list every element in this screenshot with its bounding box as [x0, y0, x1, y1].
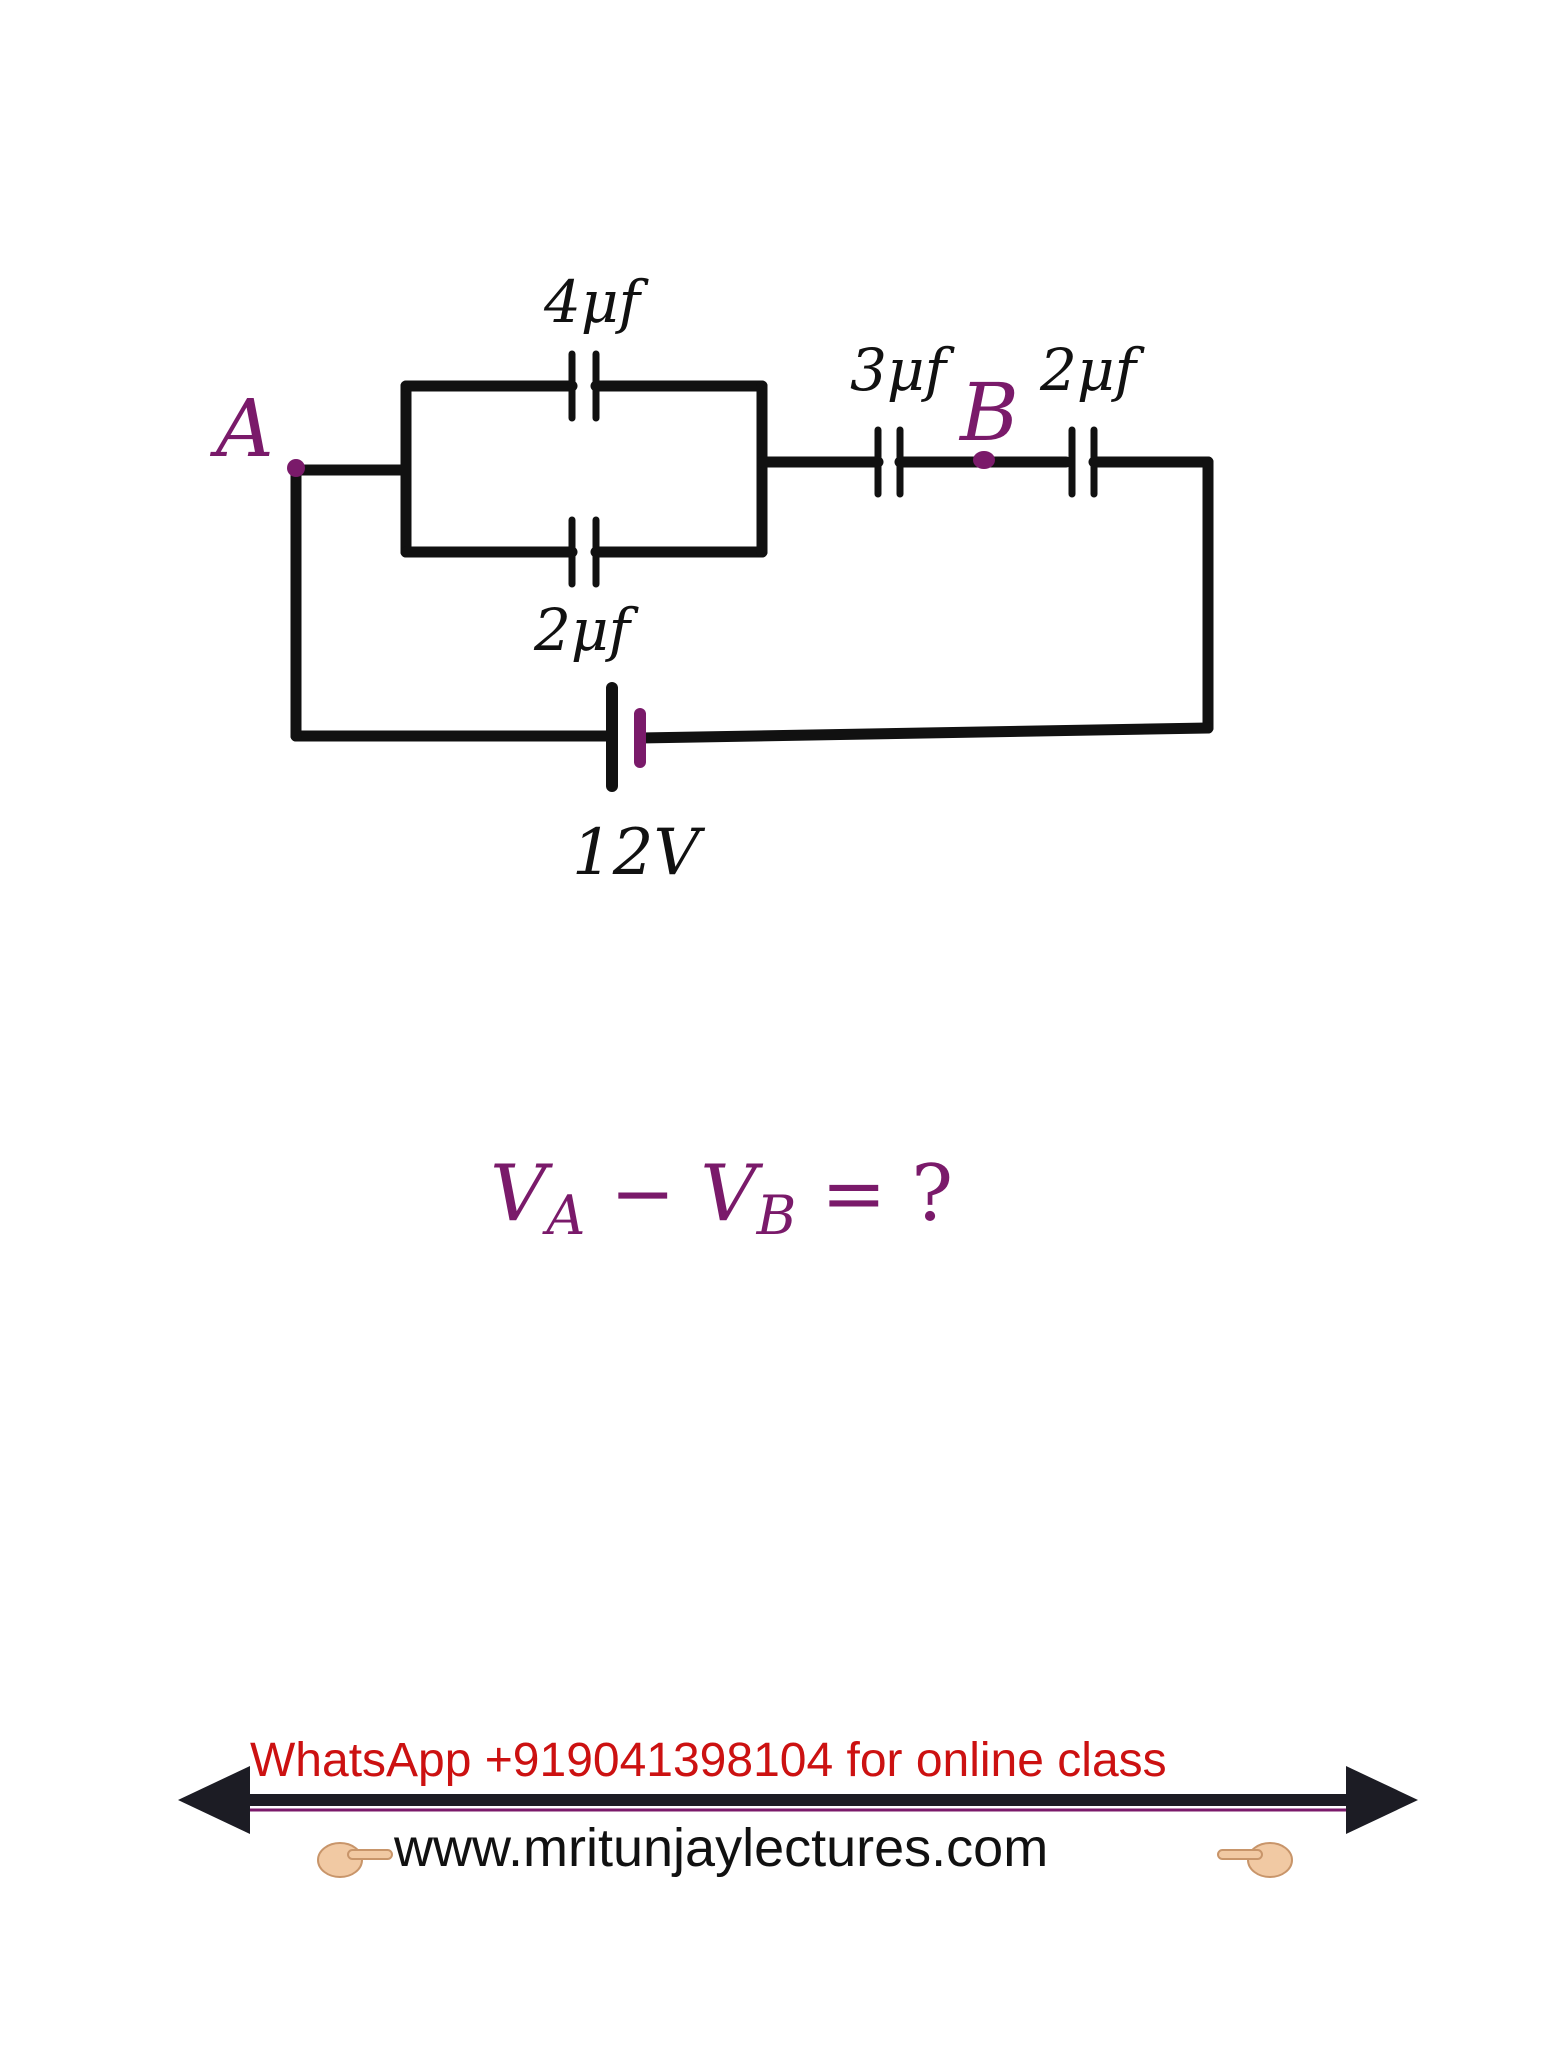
- wire-bottom-right: [634, 722, 1214, 744]
- node-b-label: B: [958, 366, 1019, 459]
- arrow-left-head-icon: [178, 1766, 250, 1834]
- website-text[interactable]: www.mritunjaylectures.com: [393, 1818, 1048, 1878]
- pointing-hand-icon: [317, 1842, 393, 1878]
- node-b-dot: [973, 451, 995, 469]
- capacitor-series-3uf: [874, 426, 904, 498]
- arrow-right-head-icon: [1346, 1766, 1418, 1834]
- pointing-hand-icon: [1217, 1842, 1293, 1878]
- battery-symbol: [606, 682, 646, 792]
- cap-bottom-label: 2μf: [533, 596, 640, 664]
- capacitor-series-2uf: [1068, 426, 1098, 498]
- cap-series1-label: 3μf: [850, 336, 956, 404]
- question-va-sub: A: [541, 1184, 585, 1247]
- node-a-label: A: [209, 382, 274, 475]
- question-vb: V: [700, 1149, 763, 1239]
- question-va: V: [490, 1149, 553, 1239]
- circuit-diagram: [290, 380, 1214, 744]
- question-vb-sub: B: [756, 1184, 797, 1247]
- cap-series2-label: 2μf: [1039, 336, 1146, 404]
- capacitor-top-4uf: [568, 350, 600, 422]
- question-rest: = ?: [796, 1149, 953, 1239]
- whatsapp-text: WhatsApp +919041398104 for online class: [250, 1734, 1167, 1787]
- capacitor-bottom-2uf: [568, 516, 600, 588]
- footer-banner: WhatsApp +919041398104 for online class …: [178, 1734, 1418, 1878]
- question-text: VA − VB = ?: [490, 1149, 953, 1247]
- battery-label: 12V: [572, 816, 705, 890]
- question-minus: −: [585, 1149, 700, 1239]
- cap-top-label: 4μf: [543, 268, 650, 336]
- node-a-dot: [287, 459, 305, 477]
